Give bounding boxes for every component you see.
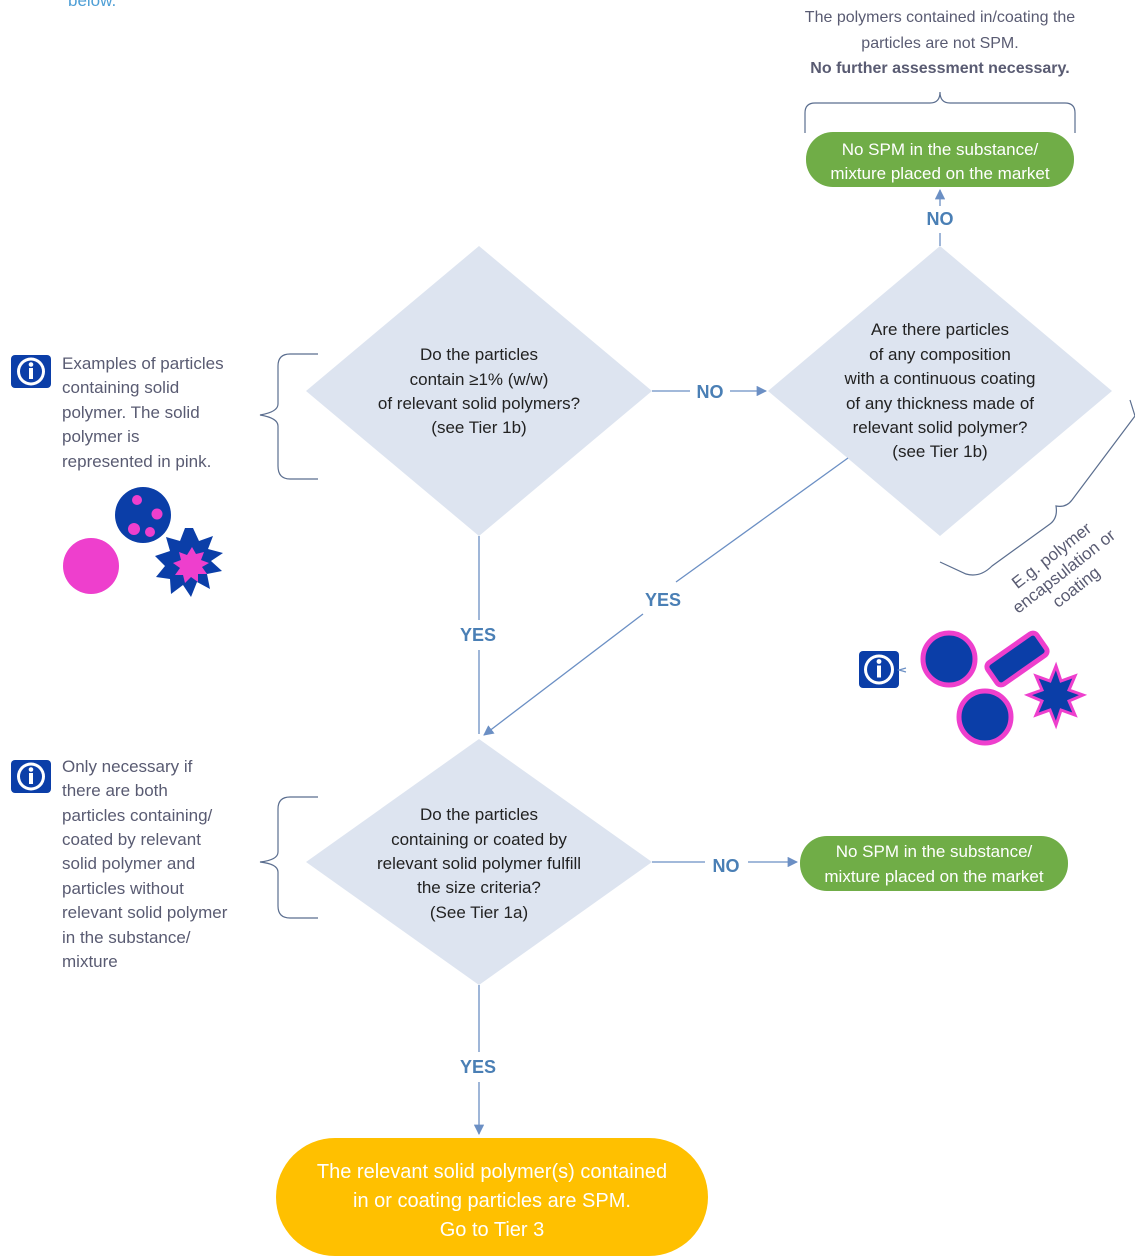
decision-1-line3: of relevant solid polymers? — [378, 394, 580, 413]
decision-3-diamond — [306, 739, 652, 985]
particle-examples — [63, 487, 223, 597]
decision-3-line2: containing or coated by — [391, 830, 567, 849]
outcome-final-line2: in or coating particles are SPM. — [353, 1190, 631, 1212]
info-note-examples-line5: represented in pink. — [62, 452, 211, 471]
decision-1-diamond — [306, 246, 652, 536]
label-no-bottom: NO — [713, 856, 740, 876]
coated-rectangle-particle — [984, 630, 1050, 688]
outcome-top-green-line1: No SPM in the substance/ — [842, 140, 1039, 159]
outcome-final-line1: The relevant solid polymer(s) contained — [317, 1161, 667, 1183]
info-note-only-necessary-line2: there are both — [62, 781, 168, 800]
decision-3-line1: Do the particles — [420, 805, 538, 824]
top-note-line3: No further assessment necessary. — [810, 60, 1069, 77]
coated-star-particle — [1023, 661, 1088, 730]
decision-3-line3: relevant solid polymer fulfill — [377, 854, 581, 873]
info-note-only-necessary-line9: mixture — [62, 952, 118, 971]
outcome-mid-green: No SPM in the substance/ mixture placed … — [800, 836, 1068, 891]
info-icon — [859, 651, 899, 688]
decision-2-line5: relevant solid polymer? — [853, 418, 1028, 437]
coated-circle-particle — [956, 688, 1014, 746]
decision-3-line5: (See Tier 1a) — [430, 903, 528, 922]
only-necessary-brace — [259, 796, 318, 919]
outcome-top-green: No SPM in the substance/ mixture placed … — [806, 132, 1074, 187]
connector-yes-diag-upper — [675, 457, 849, 583]
outcome-mid-green-line2: mixture placed on the market — [824, 867, 1043, 886]
decision-2-line6: (see Tier 1b) — [892, 442, 987, 461]
outcome-final-shape — [276, 1138, 708, 1256]
examples-brace — [259, 353, 318, 480]
decision-1: Do the particles contain ≥1% (w/w) of re… — [306, 246, 652, 536]
label-yes-diag: YES — [645, 590, 681, 610]
decision-2-line2: of any composition — [869, 345, 1011, 364]
info-note-only-necessary-line7: relevant solid polymer — [62, 903, 228, 922]
connector-yes-diag-arrow — [483, 613, 644, 736]
decision-1-line2: contain ≥1% (w/w) — [410, 370, 549, 389]
info-note-only-necessary-line3: particles containing/ — [62, 806, 213, 825]
label-no-top: NO — [927, 209, 954, 229]
decision-2-line3: with a continuous coating — [844, 369, 1036, 388]
info-icon — [11, 760, 51, 793]
info-note-examples-line2: containing solid — [62, 378, 179, 397]
decision-3: Do the particles containing or coated by… — [306, 739, 652, 985]
info-pointer — [896, 667, 907, 673]
decision-2-line4: of any thickness made of — [846, 394, 1034, 413]
decision-1-line1: Do the particles — [420, 345, 538, 364]
coating-brace — [939, 399, 1135, 576]
label-no-mid: NO — [697, 382, 724, 402]
label-yes-bottom: YES — [460, 1057, 496, 1077]
label-yes-left: YES — [460, 625, 496, 645]
outcome-mid-green-line1: No SPM in the substance/ — [836, 842, 1033, 861]
top-note-brace — [804, 91, 1076, 133]
info-icon — [11, 355, 51, 388]
top-note-line1: The polymers contained in/coating the — [805, 9, 1075, 26]
coated-particle-examples — [920, 630, 1088, 746]
info-note-only-necessary: Only necessary if there are both particl… — [62, 757, 228, 971]
outcome-top-green-line2: mixture placed on the market — [830, 164, 1049, 183]
info-note-coating: E.g. polymer encapsulation or coating — [1008, 519, 1119, 618]
info-note-only-necessary-line8: in the substance/ — [62, 928, 191, 947]
outcome-top-green-shape — [806, 132, 1074, 187]
info-note-examples-line3: polymer. The solid — [62, 403, 200, 422]
outcome-final: The relevant solid polymer(s) contained … — [276, 1138, 708, 1256]
header-fragment-text: below. — [68, 0, 116, 10]
decision-2-diamond — [768, 246, 1112, 536]
info-note-examples: Examples of particles containing solid p… — [62, 354, 224, 471]
top-note-line2: particles are not SPM. — [861, 35, 1018, 52]
pink-particle — [63, 538, 119, 594]
info-note-examples-line1: Examples of particles — [62, 354, 224, 373]
info-note-only-necessary-line5: solid polymer and — [62, 854, 195, 873]
outcome-mid-green-shape — [800, 836, 1068, 891]
info-note-only-necessary-line6: particles without — [62, 879, 184, 898]
coated-circle-particle — [920, 630, 978, 688]
decision-1-line4: (see Tier 1b) — [431, 418, 526, 437]
info-note-examples-line4: polymer is — [62, 427, 139, 446]
top-note: The polymers contained in/coating the pa… — [805, 9, 1075, 77]
info-note-only-necessary-line4: coated by relevant — [62, 830, 201, 849]
decision-2-line1: Are there particles — [871, 320, 1009, 339]
decision-3-line4: the size criteria? — [417, 878, 541, 897]
outcome-final-line3: Go to Tier 3 — [440, 1219, 545, 1241]
info-note-only-necessary-line1: Only necessary if — [62, 757, 193, 776]
blue-particle-with-pink-dots — [115, 487, 171, 543]
decision-2: Are there particles of any composition w… — [768, 246, 1112, 536]
